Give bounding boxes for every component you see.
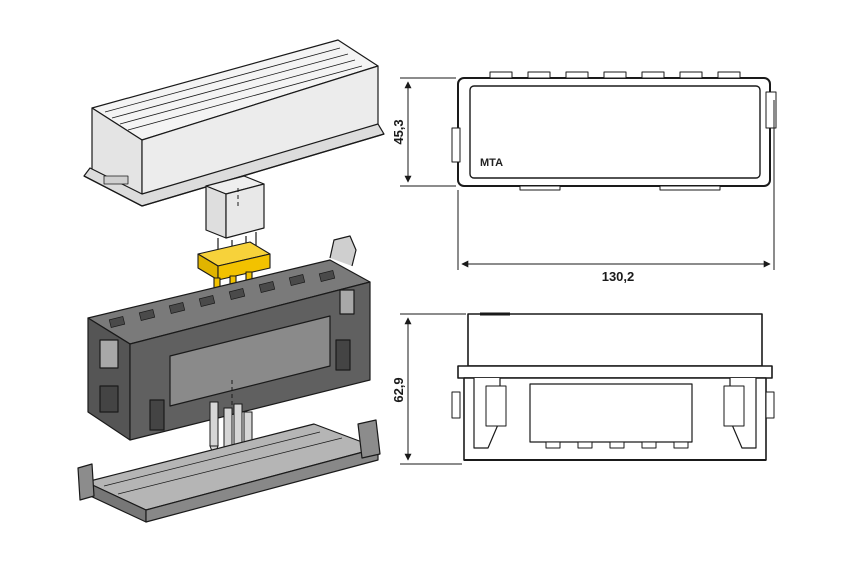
yellow-bridge: [197, 241, 271, 305]
bottom-tray: [77, 419, 381, 523]
dimension-width: [457, 100, 775, 270]
top-view: MTA: [451, 71, 777, 191]
brand-logo: MTA: [480, 157, 503, 169]
relay: [205, 175, 265, 262]
transparent-cover: [83, 39, 385, 207]
dimension-width-label: 130,2: [602, 269, 635, 284]
dimension-height-side: [400, 313, 466, 465]
fuse-box-body: [87, 235, 371, 441]
exploded-view: [77, 39, 385, 523]
side-view: [451, 312, 775, 461]
dimension-height-top: [400, 77, 456, 187]
assembly-guides: [231, 186, 239, 408]
dimension-height-top-label: 45,3: [391, 119, 406, 144]
dimension-height-side-label: 62,9: [391, 377, 406, 402]
